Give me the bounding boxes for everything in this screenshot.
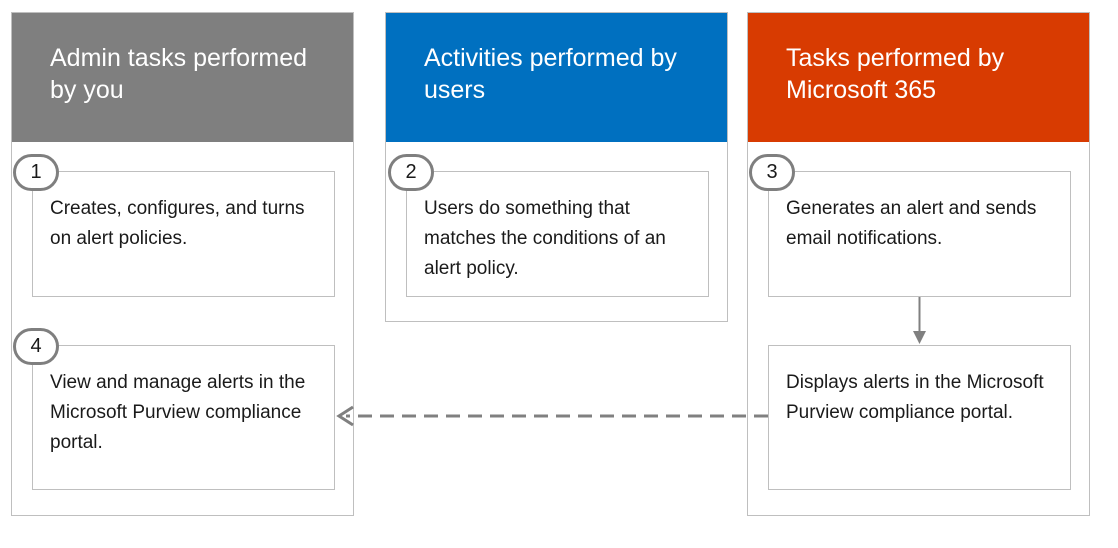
- column-users-header: Activities performed by users: [386, 13, 727, 142]
- dashed-left-arrow: [336, 405, 768, 427]
- column-admin-header: Admin tasks performed by you: [12, 13, 353, 142]
- step-number-3: 3: [749, 154, 795, 191]
- step-1-text: Creates, configures, and turns on alert …: [50, 198, 305, 249]
- step-box-1: Creates, configures, and turns on alert …: [32, 171, 335, 297]
- step-2-text: Users do something that matches the cond…: [424, 198, 666, 279]
- step-box-4: View and manage alerts in the Microsoft …: [32, 345, 335, 490]
- step-box-display: Displays alerts in the Microsoft Purview…: [768, 345, 1071, 490]
- step-box-2: Users do something that matches the cond…: [406, 171, 709, 297]
- step-number-4: 4: [13, 328, 59, 365]
- column-microsoft-title: Tasks performed by Microsoft 365: [786, 44, 1005, 104]
- column-microsoft-header: Tasks performed by Microsoft 365: [748, 13, 1089, 142]
- step-number-2: 2: [388, 154, 434, 191]
- down-arrow: [913, 297, 926, 344]
- step-4-text: View and manage alerts in the Microsoft …: [50, 372, 306, 453]
- step-number-1: 1: [13, 154, 59, 191]
- column-admin-title: Admin tasks performed by you: [50, 44, 308, 104]
- column-users-title: Activities performed by users: [424, 44, 677, 104]
- step-display-text: Displays alerts in the Microsoft Purview…: [786, 372, 1044, 423]
- step-3-text: Generates an alert and sends email notif…: [786, 198, 1037, 249]
- step-box-3: Generates an alert and sends email notif…: [768, 171, 1071, 297]
